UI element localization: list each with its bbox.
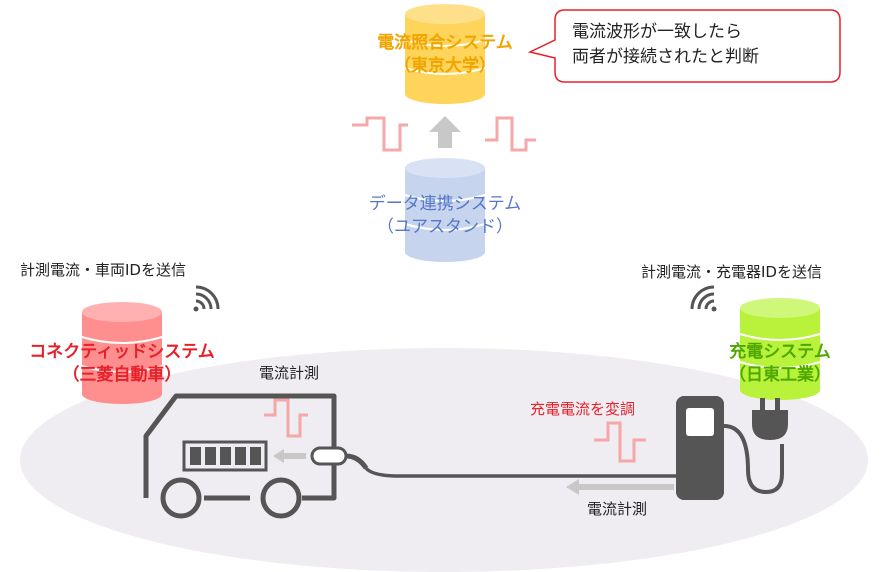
callout-line-2: 両者が接続されたと判断 xyxy=(572,47,759,67)
charging-system-org: （日東工業） xyxy=(729,365,831,385)
car-connector-icon xyxy=(310,446,369,470)
charging-cable xyxy=(364,466,690,478)
matching-db-icon xyxy=(404,4,486,104)
charger-send-label: 計測電流・充電器IDを送信 xyxy=(641,263,822,281)
charger-modulate-label: 充電電流を変調 xyxy=(530,400,636,418)
data-link-system-label: データ連携システム （ユアスタンド） xyxy=(345,193,545,239)
matching-system-label: 電流照合システム （東京大学） xyxy=(355,32,535,78)
car-icon xyxy=(143,393,337,519)
connected-db-icon xyxy=(81,302,163,404)
callout-text: 電流波形が一致したら 両者が接続されたと判断 xyxy=(572,20,759,70)
signal-wave-icon xyxy=(485,116,536,152)
callout-box xyxy=(527,9,841,83)
data-link-system-name: データ連携システム xyxy=(368,194,522,214)
signal-wave-icon xyxy=(594,421,646,463)
data-link-db-icon xyxy=(404,158,486,262)
ground-ellipse xyxy=(20,348,868,572)
data-link-system-org: （ユアスタンド） xyxy=(377,217,513,237)
arrow-left-icon xyxy=(566,479,674,495)
matching-system-name: 電流照合システム xyxy=(377,33,513,53)
charging-db-icon xyxy=(739,298,821,400)
connected-system-label: コネクティッドシステム （三菱自動車） xyxy=(4,341,240,387)
battery-icon xyxy=(182,440,268,472)
charger-measure-label: 電流計測 xyxy=(587,500,648,518)
arrow-left-icon xyxy=(273,449,306,463)
plug-icon xyxy=(752,398,788,440)
callout-line-1: 電流波形が一致したら xyxy=(572,22,742,42)
arrow-up-icon xyxy=(429,116,461,148)
vehicle-measure-label: 電流計測 xyxy=(259,364,320,382)
vehicle-send-label: 計測電流・車両IDを送信 xyxy=(20,261,186,279)
wifi-icon xyxy=(690,285,717,312)
matching-system-org: （東京大学） xyxy=(394,56,496,76)
wifi-icon xyxy=(193,285,220,312)
connected-system-org: （三菱自動車） xyxy=(62,365,182,385)
charging-system-label: 充電システム （日東工業） xyxy=(700,341,860,387)
signal-wave-icon xyxy=(264,398,308,438)
charger-icon xyxy=(676,396,784,500)
connected-system-name: コネクティッドシステム xyxy=(29,342,215,362)
charging-system-name: 充電システム xyxy=(729,342,831,362)
signal-wave-icon xyxy=(352,116,408,152)
